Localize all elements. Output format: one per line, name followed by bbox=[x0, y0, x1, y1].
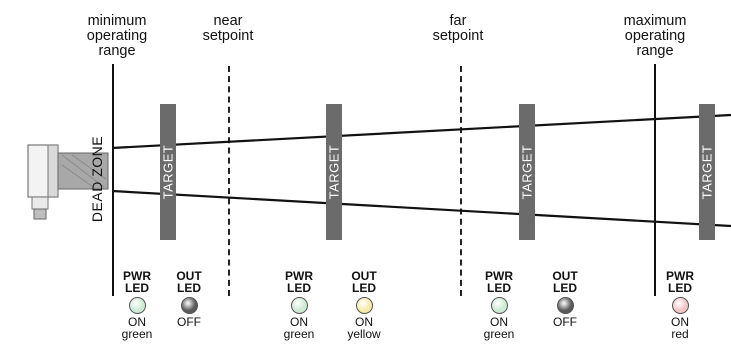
led-7-state: ON bbox=[671, 315, 689, 329]
led-indicator-6: OUT LED OFF bbox=[540, 270, 590, 328]
led-2-state: OFF bbox=[177, 315, 201, 329]
near-setpoint-line bbox=[228, 66, 230, 296]
target-4: TARGET bbox=[699, 104, 715, 240]
led-6-title: OUT LED bbox=[552, 269, 578, 295]
led-3-state: ON bbox=[290, 315, 308, 329]
led-7-color-name: red bbox=[671, 327, 689, 341]
beam-lower-edge bbox=[111, 189, 731, 228]
led-3-light bbox=[290, 297, 308, 314]
maximum-range-line bbox=[654, 64, 656, 296]
minimum-operating-range-label: minimum operating range bbox=[86, 13, 148, 59]
beam-upper-edge bbox=[111, 113, 731, 150]
led-7-light bbox=[671, 297, 689, 314]
led-4-color-name: yellow bbox=[347, 327, 381, 341]
led-indicator-7: PWR LED ON red bbox=[655, 270, 705, 340]
target-2-label: TARGET bbox=[326, 144, 342, 200]
minimum-range-line bbox=[112, 64, 114, 296]
near-setpoint-label: near setpoint bbox=[202, 13, 254, 44]
led-indicator-4: OUT LED ON yellow bbox=[339, 270, 389, 340]
far-setpoint-label: far setpoint bbox=[432, 13, 484, 44]
led-4-state: ON bbox=[355, 315, 373, 329]
led-indicator-2: OUT LED OFF bbox=[164, 270, 214, 328]
led-5-light bbox=[490, 297, 508, 314]
led-indicator-1: PWR LED ON green bbox=[112, 270, 162, 340]
led-2-title: OUT LED bbox=[176, 269, 202, 295]
led-1-color-name: green bbox=[121, 327, 153, 341]
sensor-icon bbox=[27, 144, 109, 220]
led-5-title: PWR LED bbox=[485, 269, 513, 295]
target-1: TARGET bbox=[160, 104, 176, 240]
led-5-color-name: green bbox=[483, 327, 515, 341]
led-4-title: OUT LED bbox=[351, 269, 377, 295]
led-3-color-name: green bbox=[283, 327, 315, 341]
led-2-light bbox=[180, 297, 198, 314]
target-4-label: TARGET bbox=[699, 144, 715, 200]
led-1-light bbox=[128, 297, 146, 314]
led-3-title: PWR LED bbox=[285, 269, 313, 295]
led-4-light bbox=[355, 297, 373, 314]
led-1-title: PWR LED bbox=[123, 269, 151, 295]
maximum-operating-range-label: maximum operating range bbox=[623, 13, 687, 59]
dead-zone-label: DEAD ZONE bbox=[89, 135, 105, 223]
target-3: TARGET bbox=[519, 104, 535, 240]
led-indicator-3: PWR LED ON green bbox=[274, 270, 324, 340]
led-indicator-5: PWR LED ON green bbox=[474, 270, 524, 340]
target-1-label: TARGET bbox=[160, 144, 176, 200]
led-6-light bbox=[556, 297, 574, 314]
led-6-state: OFF bbox=[553, 315, 577, 329]
led-7-title: PWR LED bbox=[666, 269, 694, 295]
led-5-state: ON bbox=[490, 315, 508, 329]
led-1-state: ON bbox=[128, 315, 146, 329]
far-setpoint-line bbox=[460, 66, 462, 296]
target-3-label: TARGET bbox=[519, 144, 535, 200]
target-2: TARGET bbox=[326, 104, 342, 240]
